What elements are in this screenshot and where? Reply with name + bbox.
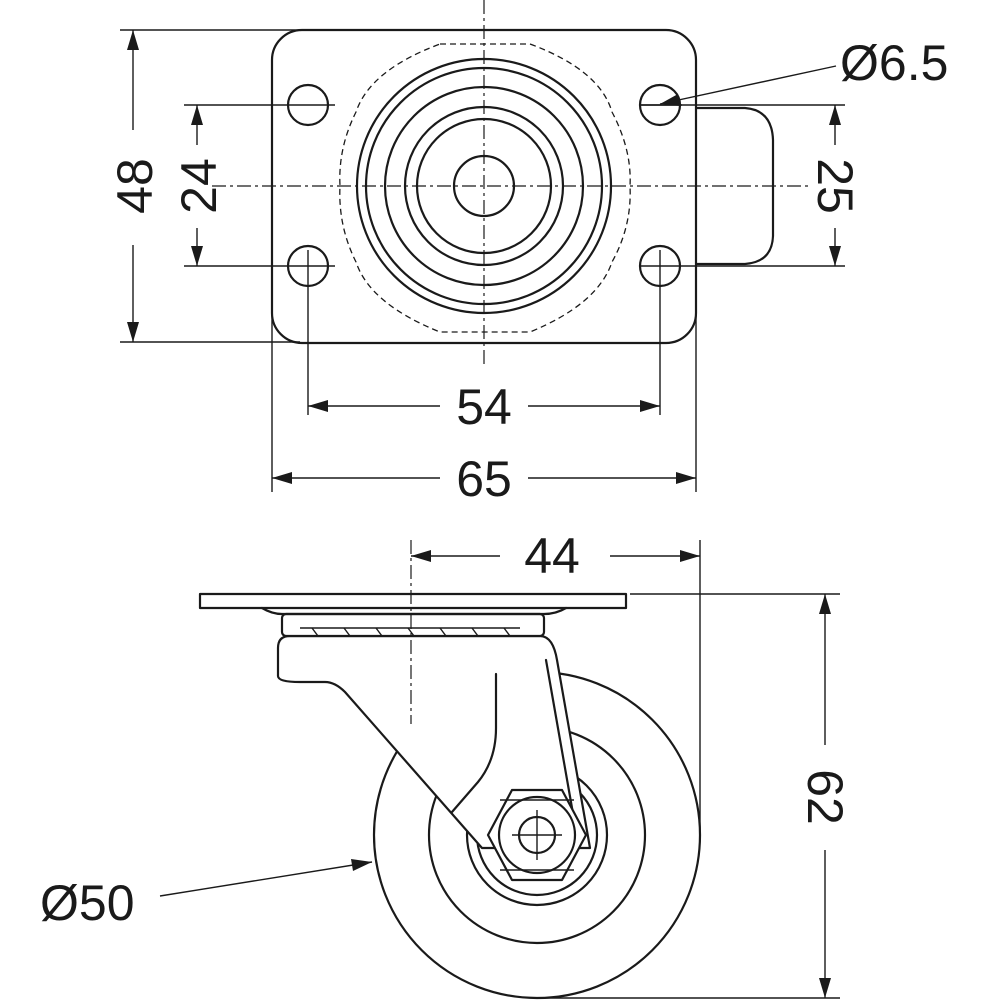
side-view: 44 62 Ø50 (40, 528, 853, 1000)
dim-label-25: 25 (807, 158, 863, 214)
axle-washer (497, 795, 577, 875)
dim-label-wheel-diameter: Ø50 (40, 875, 135, 931)
side-mounting-plate (198, 592, 628, 610)
dim-label-44: 44 (524, 528, 580, 584)
dim-label-24: 24 (171, 158, 227, 214)
dim-label-65: 65 (456, 451, 512, 507)
fork-inner-line (450, 672, 498, 814)
dim-label-hole-diameter: Ø6.5 (840, 35, 948, 91)
swivel-head (280, 612, 546, 638)
top-view: 48 24 25 Ø6.5 54 65 (107, 0, 948, 507)
dim-label-54: 54 (456, 379, 512, 435)
dim-label-62: 62 (797, 769, 853, 825)
dim-label-48: 48 (107, 158, 163, 214)
hidden-housing-outline (339, 43, 631, 333)
